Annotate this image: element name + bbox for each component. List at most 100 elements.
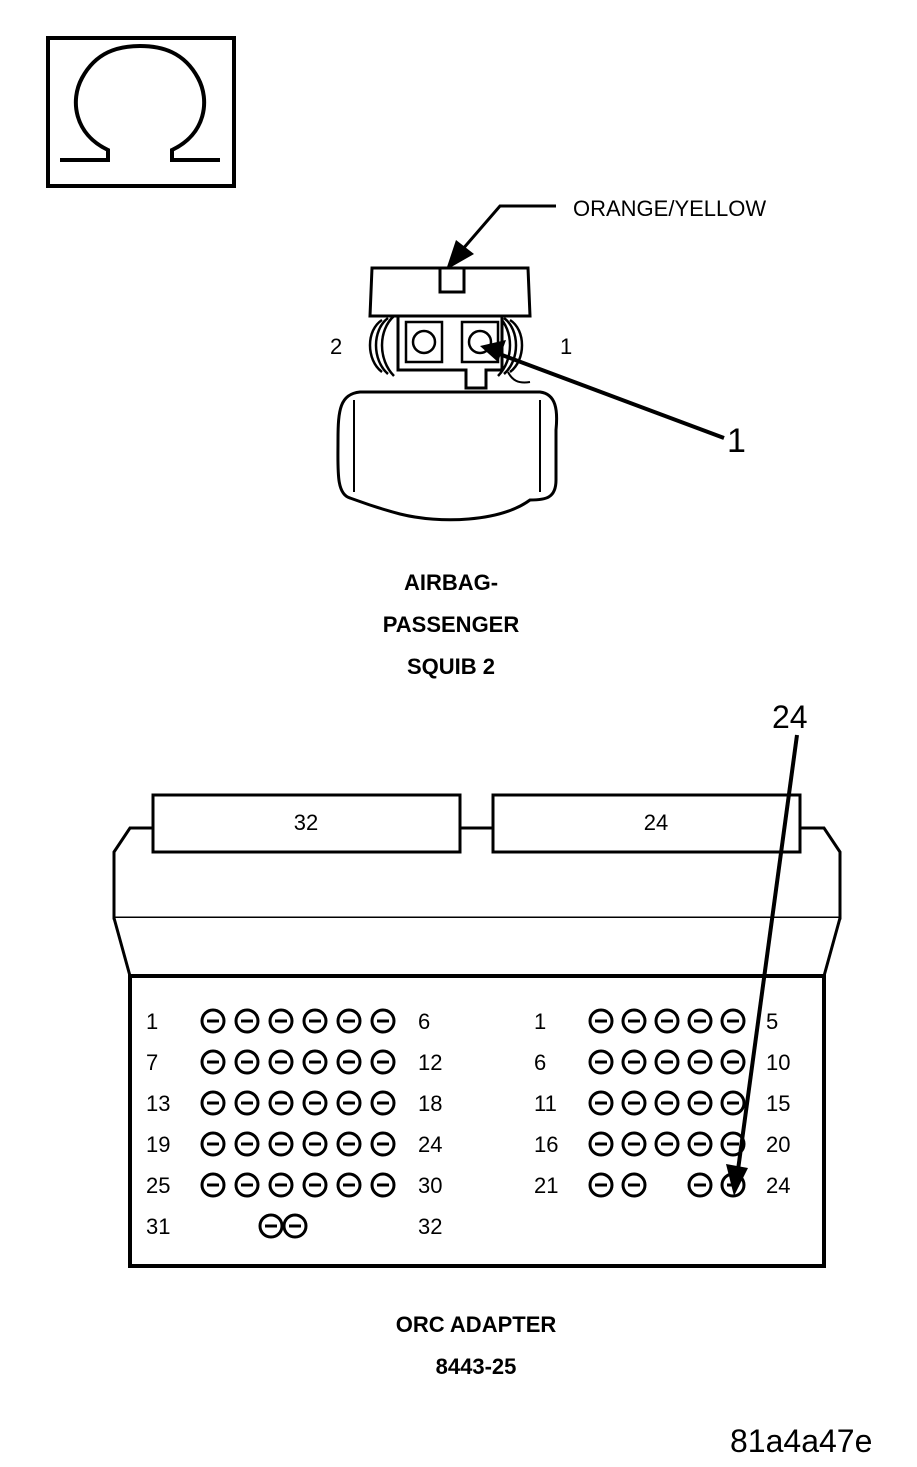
left-row-3-start-label: 19: [146, 1132, 170, 1157]
right-row-4-end-label: 24: [766, 1173, 790, 1198]
left-row-2-end-label: 18: [418, 1091, 442, 1116]
left-pin-r2-3: [302, 1090, 328, 1116]
connector-32-label: 32: [294, 810, 318, 835]
left-pin-r0-4: [336, 1008, 362, 1034]
right-pin-r2-0: [588, 1090, 614, 1116]
right-pin-r3-0: [588, 1131, 614, 1157]
orc-title-line-2: 8443-25: [436, 1354, 517, 1379]
left-pin-r1-2: [268, 1049, 294, 1075]
left-pin-r4-4: [336, 1172, 362, 1198]
left-pin-r2-5: [370, 1090, 396, 1116]
left-pin-r4-3: [302, 1172, 328, 1198]
right-row-1-start-label: 6: [534, 1050, 546, 1075]
left-pin-r0-0: [200, 1008, 226, 1034]
right-pin-r3-4: [720, 1131, 746, 1157]
left-pin-r4-1: [234, 1172, 260, 1198]
right-pin-r3-3: [687, 1131, 713, 1157]
right-row-2-start-label: 11: [534, 1091, 557, 1116]
right-row-1-end-label: 10: [766, 1050, 790, 1075]
left-pin-r2-0: [200, 1090, 226, 1116]
right-pin-r1-1: [621, 1049, 647, 1075]
squib-connector: ORANGE/YELLOW 2 1 1 AIRBAG-: [330, 196, 766, 679]
left-pin-r0-1: [234, 1008, 260, 1034]
callout-1-arrowhead: [480, 340, 506, 362]
left-row-0-end-label: 6: [418, 1009, 430, 1034]
right-pin-r2-3: [687, 1090, 713, 1116]
left-pin-r1-3: [302, 1049, 328, 1075]
right-row-4-start-label: 21: [534, 1173, 558, 1198]
callout-24-leader: [736, 734, 799, 1171]
right-pin-r2-2: [654, 1090, 680, 1116]
callout-1-leader: [493, 350, 725, 440]
left-pin-r3-3: [302, 1131, 328, 1157]
right-pin-r4-0: [588, 1172, 614, 1198]
left-row-4-start-label: 25: [146, 1173, 170, 1198]
left-pin-r1-1: [234, 1049, 260, 1075]
right-pin-r1-4: [720, 1049, 746, 1075]
right-pin-r2-1: [621, 1090, 647, 1116]
left-pin-r0-3: [302, 1008, 328, 1034]
right-pin-r4-2: [687, 1172, 713, 1198]
right-pin-r0-3: [687, 1008, 713, 1034]
left-pin-r2-4: [336, 1090, 362, 1116]
left-pin-r3-1: [234, 1131, 260, 1157]
callout-24-label: 24: [772, 699, 808, 735]
right-pin-r3-1: [621, 1131, 647, 1157]
squib-pin-2: [411, 329, 437, 355]
wire-callout-leader: [460, 204, 556, 251]
left-pin-r5-0: [258, 1213, 284, 1239]
left-row-0-start-label: 1: [146, 1009, 158, 1034]
right-pin-r0-1: [621, 1008, 647, 1034]
right-pin-r2-4: [720, 1090, 746, 1116]
left-row-4-end-label: 30: [418, 1173, 442, 1198]
callout-1-label: 1: [727, 422, 746, 460]
terminal-coil-left: [368, 315, 395, 377]
left-pin-r3-4: [336, 1131, 362, 1157]
right-pin-r1-0: [588, 1049, 614, 1075]
wire-color-label: ORANGE/YELLOW: [573, 196, 766, 221]
left-pin-r2-1: [234, 1090, 260, 1116]
squib-title-line-2: PASSENGER: [383, 612, 520, 637]
callout-24-arrowhead: [726, 1164, 748, 1196]
orc-title-line-1: ORC ADAPTER: [396, 1312, 557, 1337]
left-row-1-end-label: 12: [418, 1050, 442, 1075]
right-pin-r1-3: [687, 1049, 713, 1075]
left-pin-r0-2: [268, 1008, 294, 1034]
figure-id: 81a4a47e: [730, 1423, 872, 1459]
right-pin-r0-2: [654, 1008, 680, 1034]
left-row-5-end-label: 32: [418, 1214, 442, 1239]
right-row-0-start-label: 1: [534, 1009, 546, 1034]
left-pin-r1-5: [370, 1049, 396, 1075]
left-pin-r4-0: [200, 1172, 226, 1198]
right-row-3-end-label: 20: [766, 1132, 790, 1157]
left-row-3-end-label: 24: [418, 1132, 442, 1157]
left-pin-r1-0: [200, 1049, 226, 1075]
right-pin-r0-4: [720, 1008, 746, 1034]
right-pin-r1-2: [654, 1049, 680, 1075]
left-pin-r2-2: [268, 1090, 294, 1116]
left-row-1-start-label: 7: [146, 1050, 158, 1075]
left-pin-r5-1: [282, 1213, 308, 1239]
left-row-5-start-label: 31: [146, 1214, 170, 1239]
right-row-2-end-label: 15: [766, 1091, 790, 1116]
left-pin-r3-0: [200, 1131, 226, 1157]
right-pin-r3-2: [654, 1131, 680, 1157]
left-pin-r3-2: [268, 1131, 294, 1157]
adapter-face: [128, 974, 826, 1268]
pin-2-label: 2: [330, 334, 342, 359]
right-row-3-start-label: 16: [534, 1132, 558, 1157]
left-pin-r1-4: [336, 1049, 362, 1075]
right-pin-r0-0: [588, 1008, 614, 1034]
left-pin-r3-5: [370, 1131, 396, 1157]
squib-title-line-3: SQUIB 2: [407, 654, 495, 679]
left-pin-r0-5: [370, 1008, 396, 1034]
pin-1-label: 1: [560, 334, 572, 359]
ohm-symbol-icon: [46, 36, 236, 188]
right-pin-r4-1: [621, 1172, 647, 1198]
squib-title-line-1: AIRBAG-: [404, 570, 498, 595]
wire-callout-arrowhead: [446, 240, 474, 270]
